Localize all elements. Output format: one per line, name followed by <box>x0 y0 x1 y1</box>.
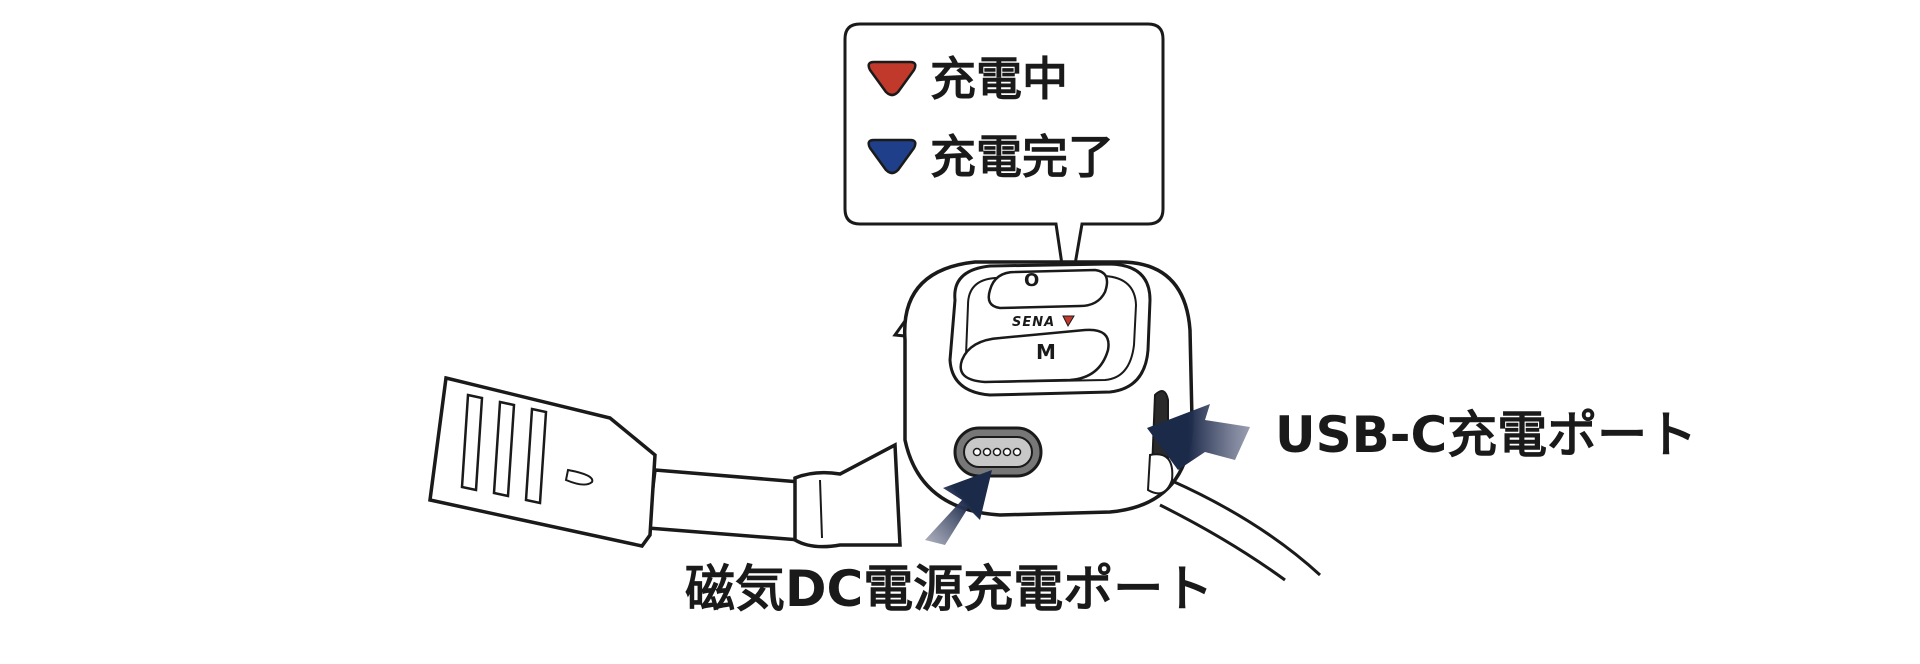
legend-bubble <box>843 22 1165 306</box>
power-button-label: O <box>1024 270 1040 291</box>
multi-button[interactable] <box>959 328 1110 384</box>
cable-right <box>1159 478 1322 582</box>
usb-c-port-callout: USB-C充電ポート <box>1275 406 1698 464</box>
boom-microphone <box>428 375 902 549</box>
arrow-to-dc-port-icon <box>925 470 992 545</box>
legend-charged-label: 充電完了 <box>930 130 1114 184</box>
magnetic-dc-port-callout: 磁気DC電源充電ポート <box>685 560 1214 618</box>
brand-logo: SENA <box>1012 315 1056 330</box>
status-led-icon <box>1062 315 1075 328</box>
charged-indicator-icon <box>867 138 917 175</box>
multi-button-label: M <box>1036 340 1056 364</box>
headset-unit <box>892 260 1194 517</box>
power-button[interactable] <box>987 268 1109 310</box>
charging-indicator-icon <box>867 60 917 97</box>
arrow-to-usb-c-port-icon <box>1147 404 1250 470</box>
magnetic-dc-port <box>953 426 1043 478</box>
legend-charging-label: 充電中 <box>930 52 1068 106</box>
